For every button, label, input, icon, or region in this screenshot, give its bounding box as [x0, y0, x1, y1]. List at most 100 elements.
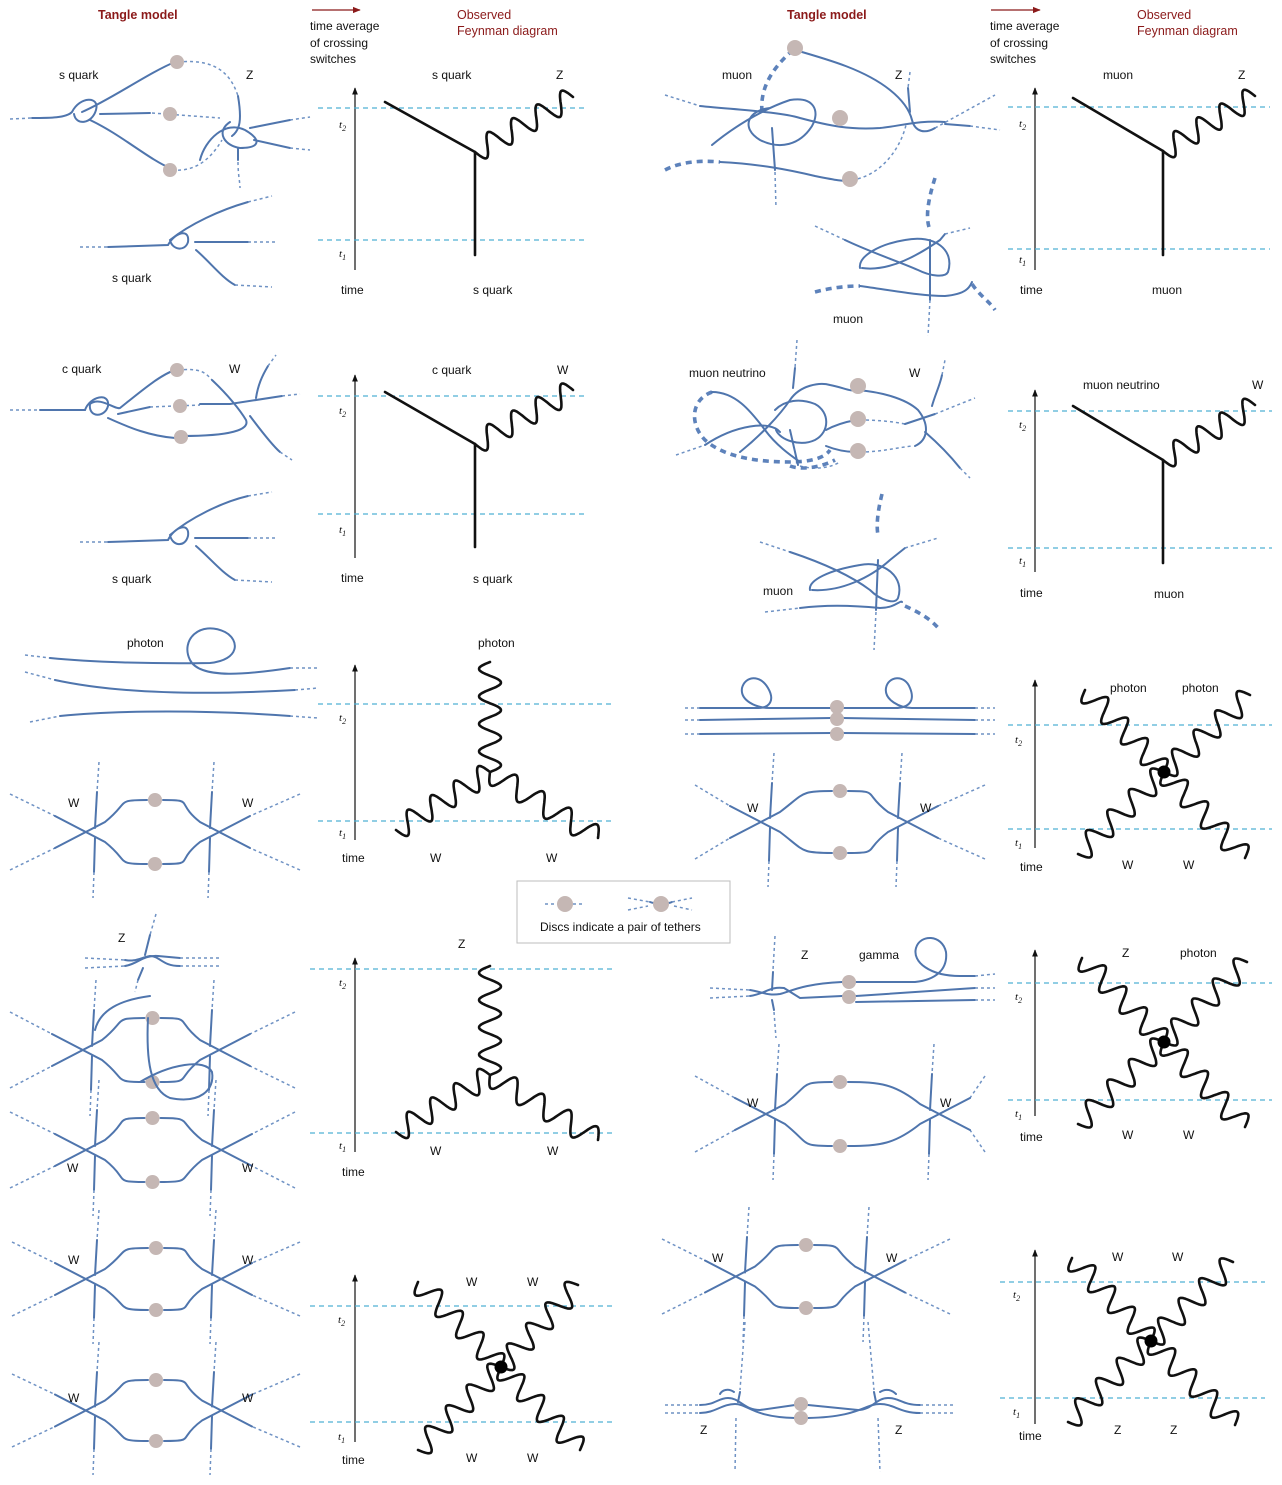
strand [94, 1109, 98, 1147]
feynman-l5: t2 t1 time W W W W [310, 1274, 612, 1467]
strand [9, 1065, 53, 1089]
strand [211, 1239, 215, 1276]
strand [904, 604, 942, 632]
strand [54, 815, 148, 865]
strand [709, 995, 751, 999]
particle-label: W [67, 1161, 79, 1175]
strand [253, 139, 291, 149]
strand [897, 782, 901, 819]
strand [211, 1371, 215, 1408]
strand [807, 1402, 921, 1419]
strand [94, 1371, 98, 1408]
strand [941, 359, 946, 376]
tether-disc [842, 171, 858, 187]
feynman-r1: t2 t1 time muon Z muon [1008, 68, 1270, 297]
strand [814, 225, 846, 241]
strand [799, 461, 841, 469]
strand [929, 1073, 933, 1111]
strand [51, 1033, 146, 1083]
strand [699, 105, 946, 130]
strand [904, 1238, 951, 1262]
particle-label: W [430, 1144, 442, 1158]
particle-label: muon neutrino [1083, 378, 1160, 392]
strand [49, 627, 291, 675]
feynman-l4: t2 t1 time Z W W [310, 937, 612, 1179]
feynman-r4: t2 t1 time Z photon W W [1008, 946, 1272, 1144]
strand [54, 1133, 146, 1183]
particle-label: W [547, 1144, 559, 1158]
particle-label: W [68, 1391, 80, 1405]
strand [931, 374, 943, 407]
strand [944, 227, 971, 235]
strand [81, 61, 176, 113]
strand [89, 1089, 92, 1117]
t2-label: t2 [1019, 118, 1026, 132]
time-label: time [342, 1453, 365, 1467]
tether-disc [799, 1301, 813, 1315]
strand [937, 784, 986, 807]
strand [896, 827, 899, 862]
strand [96, 1209, 100, 1241]
strand [774, 1073, 778, 1111]
t1-label: t1 [1013, 1406, 1020, 1420]
strand [789, 429, 799, 466]
strand [267, 354, 277, 367]
feynman-r5: t2 t1 time W W Z Z [1000, 1249, 1265, 1443]
particle-label: W [242, 1391, 254, 1405]
strand [24, 654, 51, 659]
boson-line [1066, 1336, 1153, 1427]
strand [927, 1153, 930, 1181]
arrow-text-line3-left: switches [310, 52, 356, 66]
strand [743, 1281, 746, 1317]
strand [247, 195, 273, 203]
strand [93, 979, 97, 1011]
header-tangle-model-right: Tangle model [787, 8, 867, 22]
tether-disc [170, 55, 184, 69]
particle-label: Z [246, 68, 253, 82]
strand [94, 995, 151, 1031]
strand [746, 1206, 750, 1238]
strand [9, 1011, 53, 1035]
tangle-r4-labels: W W [747, 1096, 952, 1110]
strand [969, 1129, 986, 1153]
time-label: time [1020, 586, 1043, 600]
particle-label: W [1112, 1250, 1124, 1264]
boson-line [416, 1362, 503, 1455]
observed-line2-left: Feynman diagram [457, 24, 558, 38]
header-right: Tangle model time average of crossing sw… [787, 6, 1238, 66]
strand [92, 1317, 95, 1345]
tether-disc [833, 846, 847, 860]
legend-text: Discs indicate a pair of tethers [540, 920, 701, 934]
t2-label: t2 [339, 119, 346, 133]
strand [699, 1396, 796, 1412]
boson-line [496, 1365, 585, 1452]
strand [207, 871, 210, 899]
strand [117, 406, 151, 415]
particle-label: s quark [473, 283, 513, 297]
fermion-line [383, 100, 477, 257]
boson-line [394, 1067, 492, 1140]
particle-label: W [430, 851, 442, 865]
tether-disc [145, 1011, 160, 1025]
t1-label: t1 [1015, 837, 1022, 851]
strand [96, 1341, 100, 1373]
particle-label: gamma [859, 948, 899, 962]
strand [159, 1017, 251, 1067]
tether-disc [173, 399, 187, 413]
arrow-text-line1-right: time average [990, 19, 1060, 33]
strand [859, 419, 906, 425]
tangle-r5-z-pair: Z Z [665, 1321, 955, 1473]
particle-label: W [712, 1251, 724, 1265]
strand [855, 937, 976, 983]
strand [181, 379, 248, 437]
boson-line [1077, 956, 1169, 1044]
tangle-l5-upper-w [11, 1209, 301, 1345]
tether-disc [145, 1175, 160, 1189]
strand [54, 1247, 149, 1296]
time-label: time [341, 571, 364, 585]
strand [124, 954, 181, 967]
strand [289, 116, 311, 121]
strand [255, 365, 269, 399]
particle-label: Z [1122, 946, 1129, 960]
time-label: time [1020, 1130, 1043, 1144]
